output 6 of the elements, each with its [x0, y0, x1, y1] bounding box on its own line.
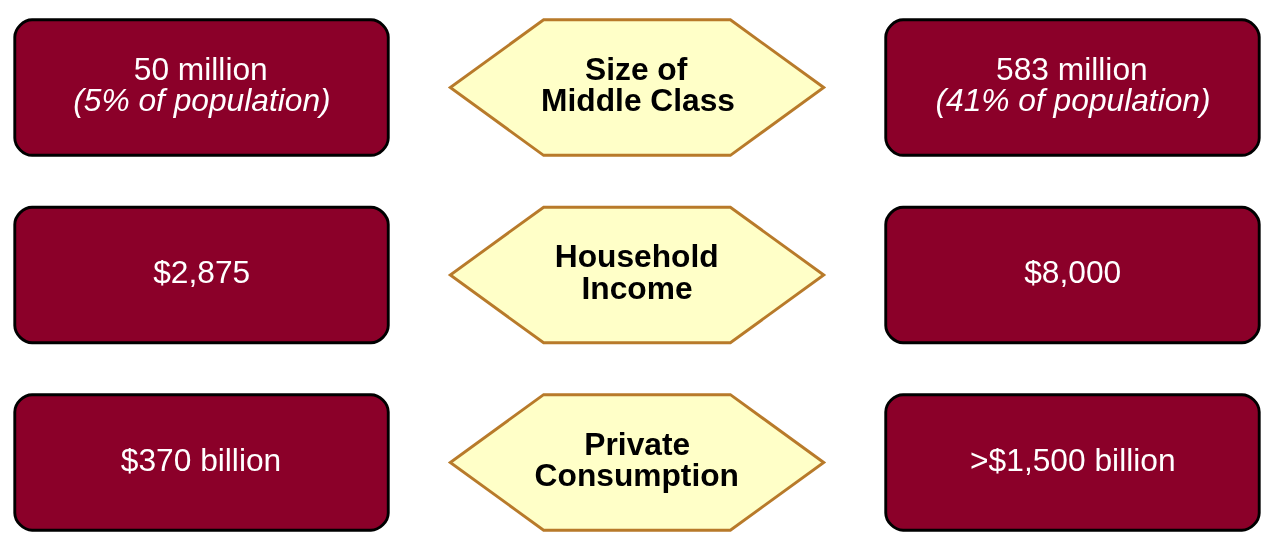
node-box: $2,875: [13, 205, 390, 345]
node-box: $8,000: [884, 205, 1261, 345]
node-box: 50 million (5% of population): [13, 18, 390, 157]
node-box: $370 billion: [13, 393, 390, 532]
node-box: 583 million (41% of population): [884, 18, 1261, 157]
node-box: >$1,500 billion: [884, 393, 1261, 532]
